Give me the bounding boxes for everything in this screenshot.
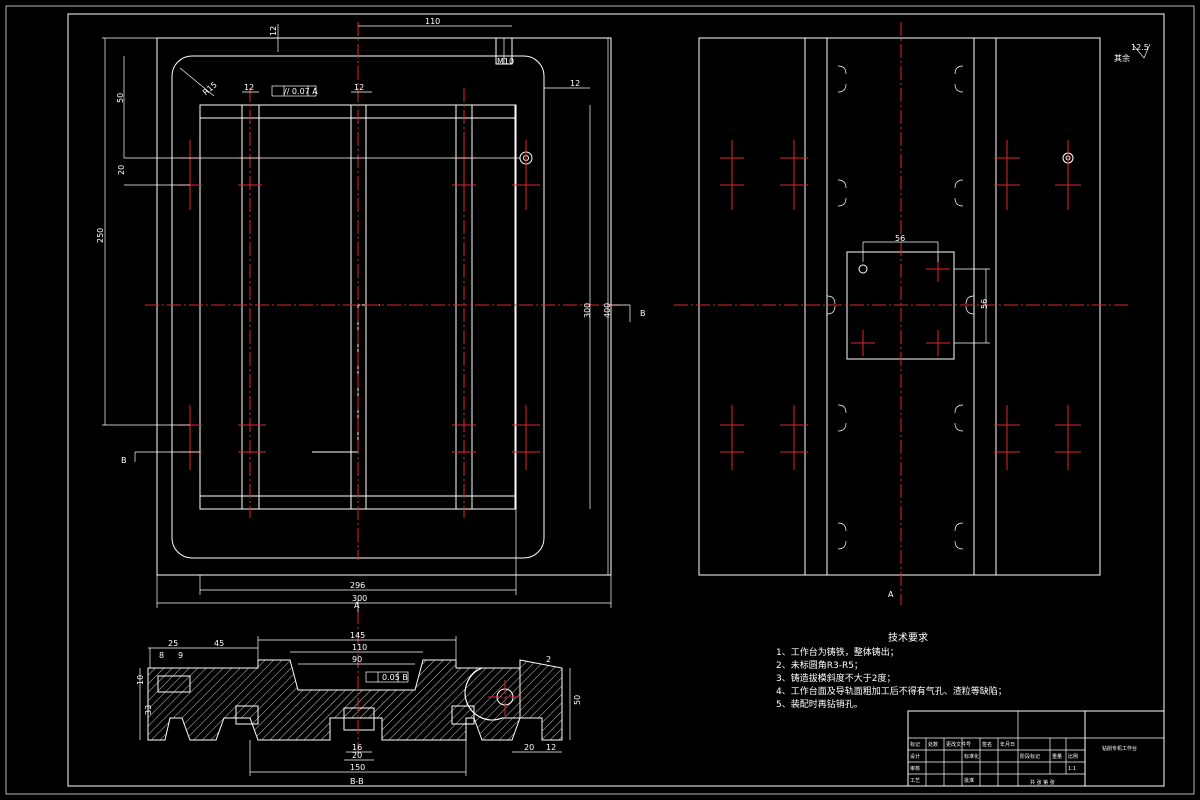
dim-12-slot-left: 12 [244, 83, 254, 92]
dim-12-right: 12 [570, 79, 580, 88]
tb-count: 处数 [928, 741, 938, 748]
dim-56-vertical: 56 [980, 299, 989, 309]
tb-scale-value: 1:1 [1068, 766, 1076, 772]
roughness-value: 12.5 [1131, 43, 1149, 52]
section-label-b-left: B [121, 456, 127, 465]
tb-change-doc: 更改文件号 [946, 741, 971, 748]
dim-12-top: 12 [269, 26, 278, 36]
tb-scale: 比例 [1068, 753, 1078, 760]
section-label-a: A [354, 601, 360, 610]
tb-process: 工艺 [910, 778, 920, 784]
tb-stage: 阶段标记 [1020, 753, 1040, 760]
tech-req-item-3: 3、铸造拔模斜度不大于2度； [776, 672, 895, 684]
dim-56-horizontal: 56 [895, 234, 905, 243]
dim-50: 50 [116, 93, 125, 103]
dim-25: 25 [168, 639, 178, 648]
dim-110: 110 [425, 17, 440, 26]
dim-r15: R15 [201, 80, 219, 97]
dim-300-vertical: 300 [583, 303, 592, 318]
dim-20: 20 [117, 165, 126, 175]
dim-150: 150 [350, 763, 365, 772]
dim-300-horizontal: 300 [352, 594, 367, 603]
title-block: 钻削专机工作台 标记 处数 更改文件号 签名 年月日 设计 标准化 审核 工艺 … [907, 710, 1165, 787]
dim-20-right: 20 [524, 743, 534, 752]
dim-50-section: 50 [573, 695, 582, 705]
side-view [674, 22, 1151, 605]
tolerance-frame-parallel: // 0.07 A [284, 87, 318, 96]
outer-frame [5, 5, 1195, 795]
dim-20-center: 20 [352, 751, 362, 760]
tb-review: 审核 [910, 765, 920, 772]
side-view-dims: 12.5 其余 56 56 A [888, 43, 1149, 599]
dim-33: 33 [144, 705, 153, 715]
tb-design: 设计 [910, 753, 920, 760]
section-view [139, 600, 571, 776]
technical-requirements: 技术要求 1、工作台为铸铁，整体铸出； 2、未标圆角R3-R5； 3、铸造拔模斜… [776, 631, 1007, 710]
tb-date: 年月日 [1000, 741, 1015, 748]
title-block-part-name: 钻削专机工作台 [1102, 745, 1137, 752]
tb-mark: 标记 [910, 741, 920, 748]
dim-400: 400 [603, 303, 612, 318]
dim-12-slot-center: 12 [354, 83, 364, 92]
tech-req-item-2: 2、未标圆角R3-R5； [776, 659, 863, 671]
dim-250: 250 [96, 228, 105, 243]
tb-standardization: 标准化 [964, 753, 979, 760]
tech-req-item-5: 5、装配时再钻销孔。 [776, 698, 863, 710]
tb-sheet: 共 张 第 张 [1030, 779, 1055, 786]
view-label-a: A [888, 590, 894, 599]
dim-296: 296 [350, 581, 365, 590]
tolerance-frame-section: 0.05 B [382, 673, 408, 682]
section-label-b-right: B [640, 309, 646, 318]
dim-9: 9 [178, 651, 183, 660]
dim-8: 8 [159, 651, 164, 660]
dim-12-section: 12 [546, 743, 556, 752]
other-surfaces-label: 其余 [1114, 53, 1130, 63]
tb-signature: 签名 [982, 741, 992, 748]
dim-110-section: 110 [352, 643, 367, 652]
tb-approve: 批准 [964, 777, 974, 784]
dim-45: 45 [214, 639, 224, 648]
section-view-dims: A 145 110 90 25 45 9 8 10 33 50 2 20 12 … [136, 601, 582, 786]
top-view-dims: 110 12 M10 R15 12 // 0.07 A 12 12 50 20 … [96, 17, 646, 603]
dim-90: 90 [352, 655, 362, 664]
dim-16: 16 [352, 743, 362, 752]
tb-weight: 重量 [1052, 753, 1062, 760]
section-title-bb: B-B [350, 777, 364, 786]
dim-145: 145 [350, 631, 365, 640]
tech-req-title: 技术要求 [888, 631, 928, 644]
top-view [102, 22, 631, 608]
tech-req-item-4: 4、工作台面及导轨面粗加工后不得有气孔、渣粒等缺陷； [776, 685, 1007, 697]
inner-frame [67, 13, 1165, 787]
dim-10: 10 [136, 675, 145, 685]
tech-req-item-1: 1、工作台为铸铁，整体铸出； [776, 646, 899, 658]
dim-2: 2 [546, 655, 551, 664]
dim-m10: M10 [497, 57, 514, 66]
